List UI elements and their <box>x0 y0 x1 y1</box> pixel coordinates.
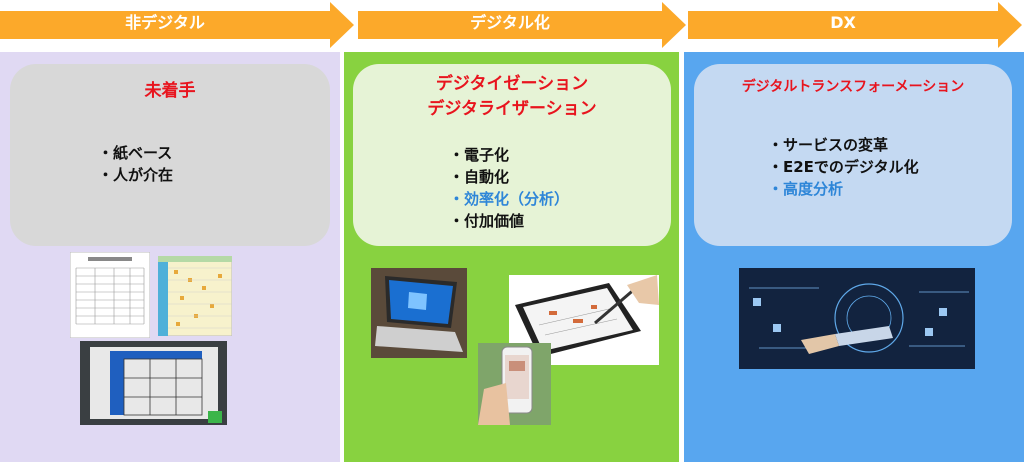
bullet-item-highlight: ・高度分析 <box>768 180 844 198</box>
paper-form-image <box>70 252 150 338</box>
stage-bullets-digitalization: ・電子化 ・自動化 ・効率化（分析） ・付加価値 <box>449 144 569 232</box>
stage-title-nondigital: 未着手 <box>144 81 196 101</box>
stage-title-digitalization: デジタイゼーション デジタライザーション <box>353 72 671 122</box>
digital-transformation-image <box>739 268 975 369</box>
whiteboard-schedule-image <box>80 341 227 425</box>
stage-box-nondigital: 未着手 ・紙ベース ・人が介在 <box>10 64 330 246</box>
bullet-item: ・人が介在 <box>98 166 174 184</box>
spreadsheet-printout-image <box>158 256 232 336</box>
arrow-label-digitalization: デジタル化 <box>470 13 550 32</box>
bullet-item: ・紙ベース <box>98 144 173 162</box>
bullet-item-highlight: ・効率化（分析） <box>449 190 570 208</box>
arrow-digitalization <box>358 2 686 48</box>
bullet-item: ・E2Eでのデジタル化 <box>768 158 919 176</box>
tablet-stylus-image <box>509 275 659 365</box>
arrow-label-nondigital: 非デジタル <box>125 13 205 32</box>
stage-title-dx: デジタルトランスフォーメーション <box>741 79 965 95</box>
stage-title-line: デジタライザーション <box>427 99 597 119</box>
arrow-label-dx: DX <box>830 13 856 32</box>
bullet-item: ・自動化 <box>449 168 510 186</box>
bullet-item: ・付加価値 <box>449 212 525 230</box>
stage-bullets-nondigital: ・紙ベース ・人が介在 <box>98 142 173 186</box>
bullet-item: ・サービスの変革 <box>768 136 889 154</box>
arrow-dx <box>688 2 1022 48</box>
smartphone-image <box>478 343 551 425</box>
arrow-nondigital <box>0 2 354 48</box>
bullet-item: ・電子化 <box>449 146 510 164</box>
stage-box-dx: デジタルトランスフォーメーション ・サービスの変革 ・E2Eでのデジタル化 ・高… <box>694 64 1012 246</box>
laptop-image <box>371 268 467 358</box>
stage-title-line: デジタイゼーション <box>435 74 589 94</box>
stage-bullets-dx: ・サービスの変革 ・E2Eでのデジタル化 ・高度分析 <box>768 134 919 200</box>
stage-box-digitalization: デジタイゼーション デジタライザーション ・電子化 ・自動化 ・効率化（分析） … <box>353 64 671 246</box>
